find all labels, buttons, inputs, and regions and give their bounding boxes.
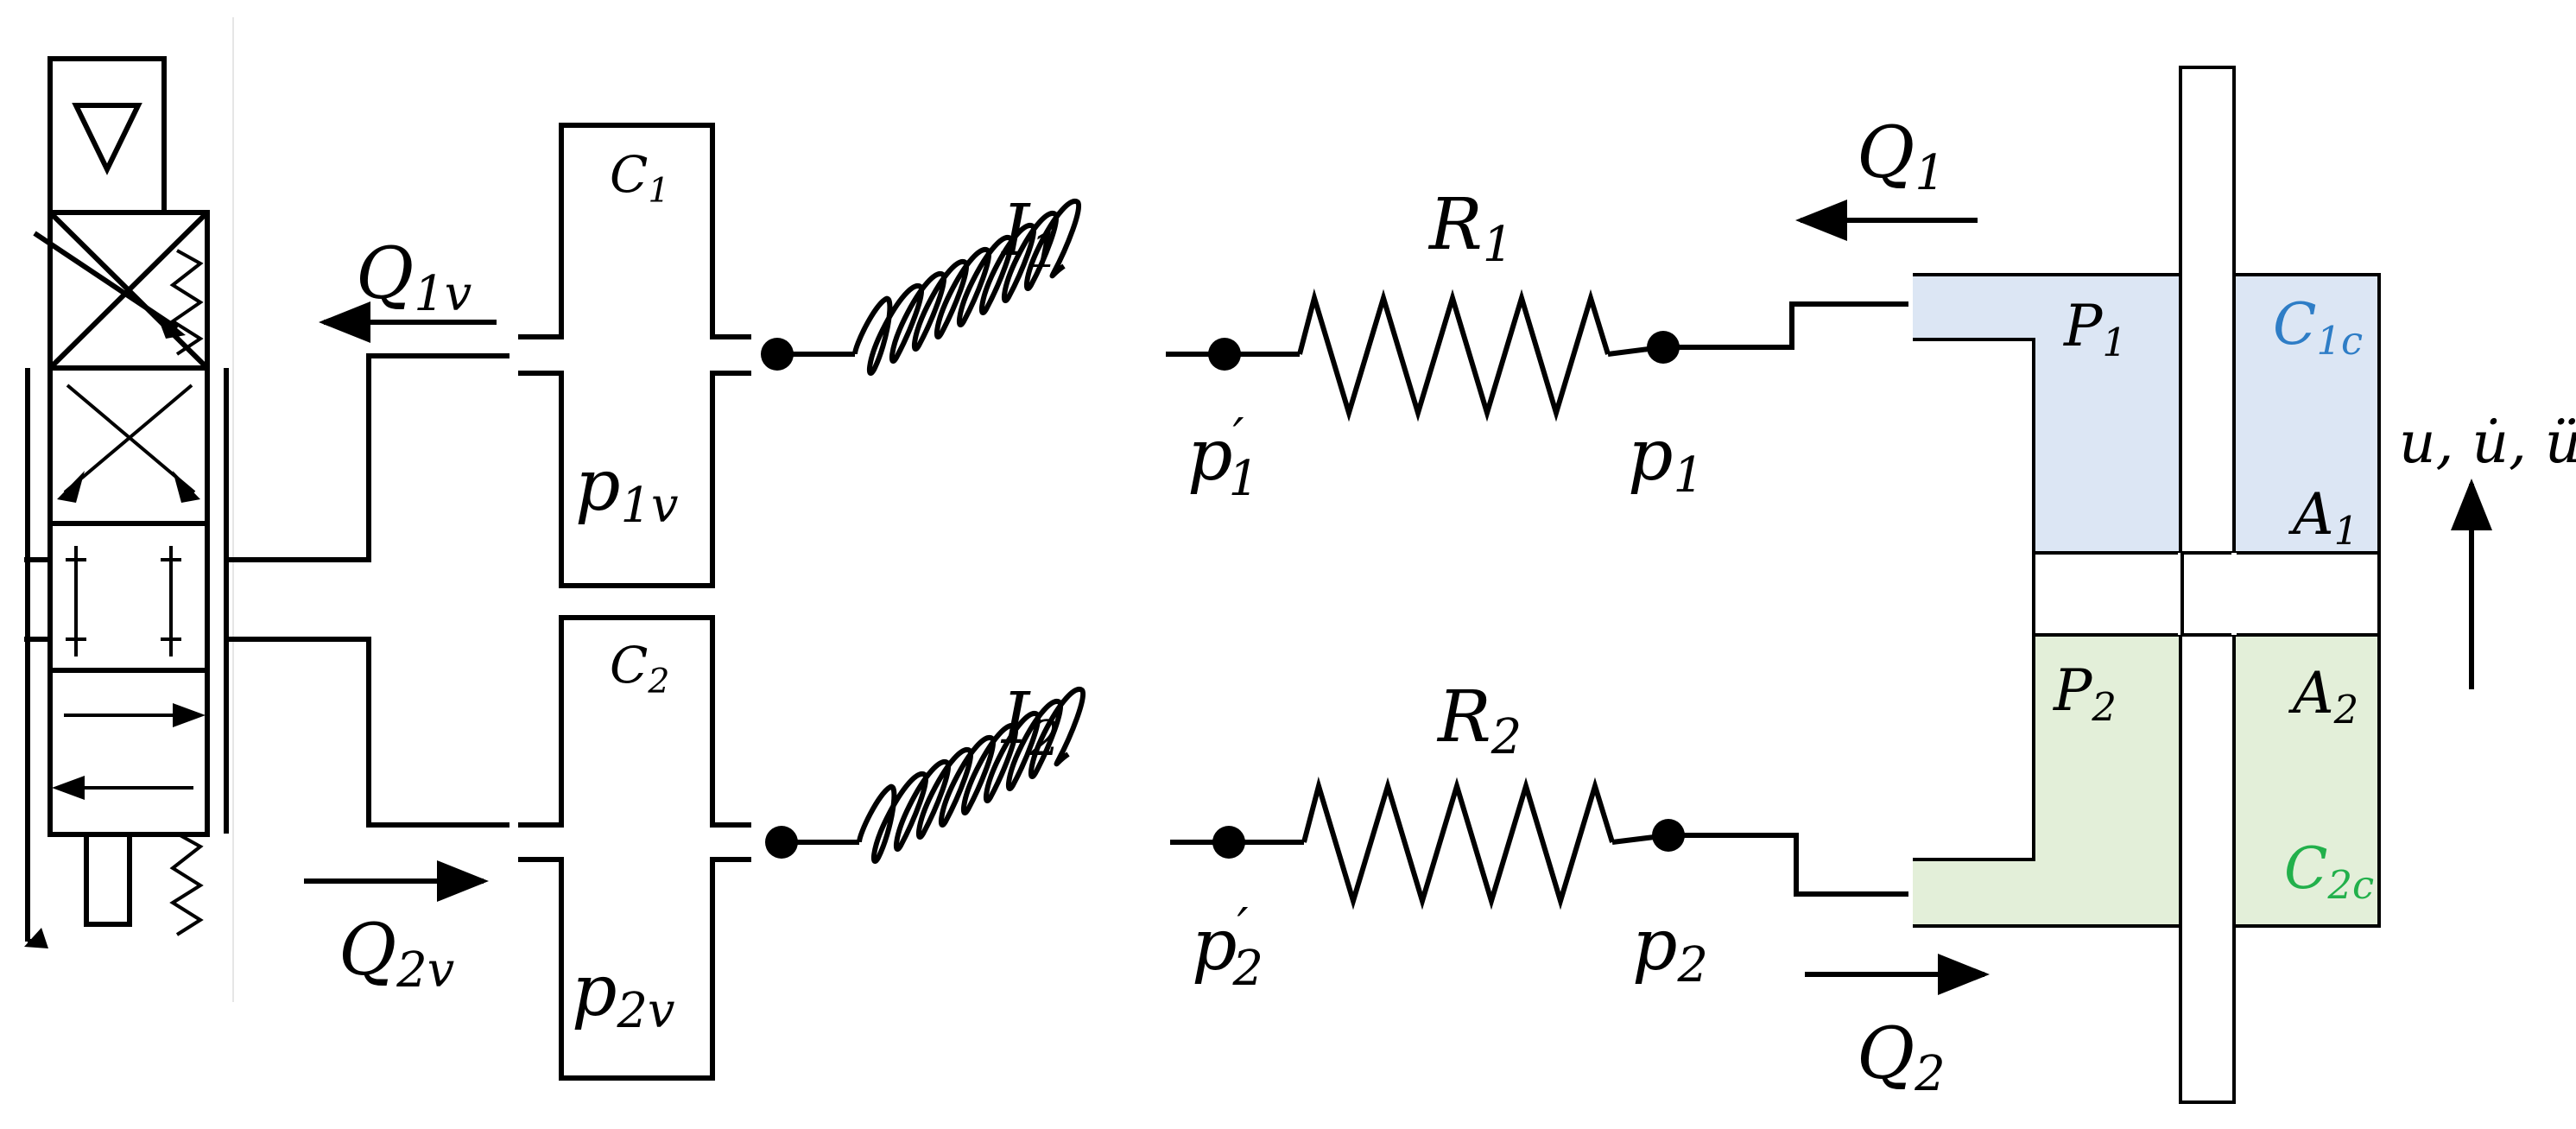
wire-p1-to-cylinder <box>1663 301 1908 350</box>
label-c2c: C2c <box>2284 835 2374 908</box>
capacitance-c2 <box>518 615 751 1081</box>
label-r1: R1 <box>1427 184 1513 273</box>
label-i2: I2 <box>1000 678 1060 767</box>
label-p2v: p2v <box>572 950 674 1039</box>
label-P2: P2 <box>2053 657 2117 730</box>
label-c1c: C1c <box>2273 291 2363 364</box>
label-q2v: Q2v <box>339 910 454 999</box>
chamber-2 <box>1913 635 2379 926</box>
wire-valve-to-c2 <box>226 637 510 828</box>
capacitance-c1 <box>518 123 751 588</box>
label-p1: p1 <box>1628 415 1704 504</box>
resistor-r2-icon <box>1301 776 1615 910</box>
piston-plate <box>2032 551 2381 637</box>
pilot-triangle-icon <box>72 103 142 175</box>
label-p1-prime: p′1 <box>1187 408 1259 507</box>
lower-spring-icon <box>169 832 204 936</box>
label-P1: P1 <box>2063 293 2127 365</box>
label-q1v: Q1v <box>356 233 472 322</box>
label-a1: A1 <box>2288 481 2358 554</box>
label-c1: C1 <box>610 145 669 211</box>
label-a2: A2 <box>2288 660 2358 733</box>
label-r2: R2 <box>1436 676 1522 765</box>
label-motion: u, u̇, ü <box>2399 409 2576 476</box>
label-p2-prime: p′2 <box>1192 897 1263 997</box>
wire-valve-to-c1 <box>226 353 510 562</box>
wire-p2-to-cylinder <box>1668 833 1908 897</box>
actuator-cylinder <box>1913 66 2381 1104</box>
label-p2: p2 <box>1632 904 1708 993</box>
resistor-r1-icon <box>1297 288 1611 422</box>
pilot-stage-box <box>47 56 167 215</box>
upper-spring-icon <box>169 249 204 356</box>
label-q1: Q1 <box>1857 112 1946 201</box>
spool-blocked-ports <box>66 546 181 656</box>
chamber-1 <box>1913 275 2379 553</box>
label-p1v: p1v <box>575 445 678 534</box>
label-i1: I1 <box>1000 190 1060 279</box>
label-c2: C2 <box>610 636 669 701</box>
inductor-i1-icon <box>852 199 1082 376</box>
label-q2: Q2 <box>1857 1013 1946 1102</box>
servo-valve-symbol <box>24 17 234 1002</box>
inductor-i2-icon <box>857 687 1086 864</box>
